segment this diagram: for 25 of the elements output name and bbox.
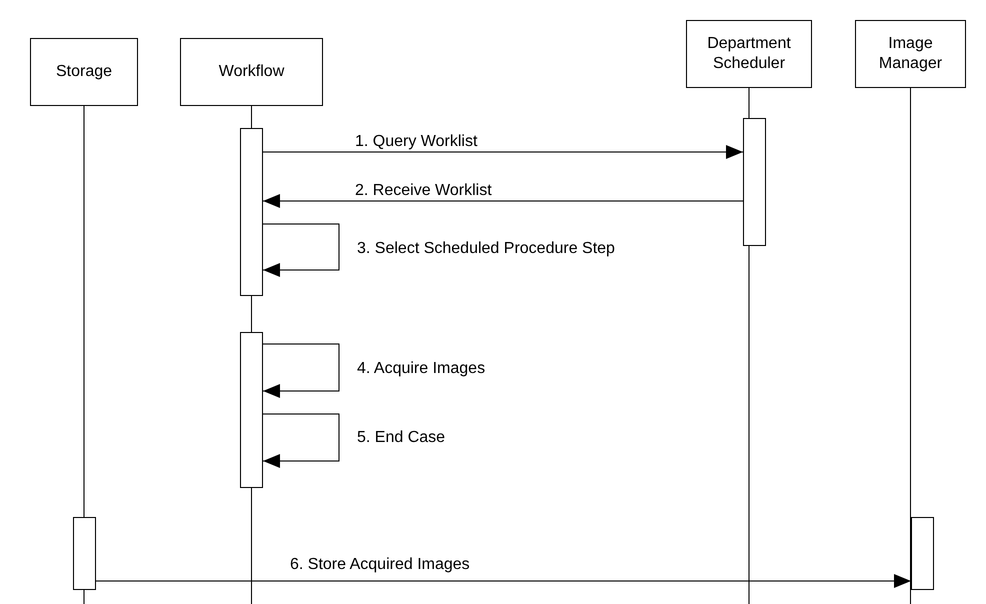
message-label: 5. End Case — [357, 428, 446, 448]
message-arrow — [262, 194, 744, 208]
participant-name: Image Manager — [878, 34, 944, 74]
participant-box — [855, 20, 966, 88]
activation-bar — [240, 332, 263, 488]
message-label: 2. Receive Worklist — [355, 181, 492, 201]
participant-box — [686, 20, 812, 88]
participant-name: Department Scheduler — [706, 34, 792, 74]
activation-bar — [911, 517, 934, 590]
message-label: 1. Query Worklist — [355, 132, 478, 152]
participant-box — [30, 38, 138, 106]
participant-box — [180, 38, 323, 106]
message-label: 3. Select Scheduled Procedure Step — [357, 239, 615, 259]
activation-bar — [73, 517, 96, 590]
activation-bar — [743, 118, 766, 246]
activation-bar — [240, 128, 263, 296]
message-label: 4. Acquire Images — [357, 359, 486, 379]
message-arrow — [262, 224, 340, 277]
message-label: 6. Store Acquired Images — [290, 555, 470, 575]
participant-name: Workflow — [218, 62, 286, 82]
message-arrow — [262, 414, 340, 468]
message-arrow — [262, 145, 744, 159]
participant-name: Storage — [54, 62, 114, 82]
message-arrow — [262, 344, 340, 398]
message-arrow — [96, 574, 912, 588]
